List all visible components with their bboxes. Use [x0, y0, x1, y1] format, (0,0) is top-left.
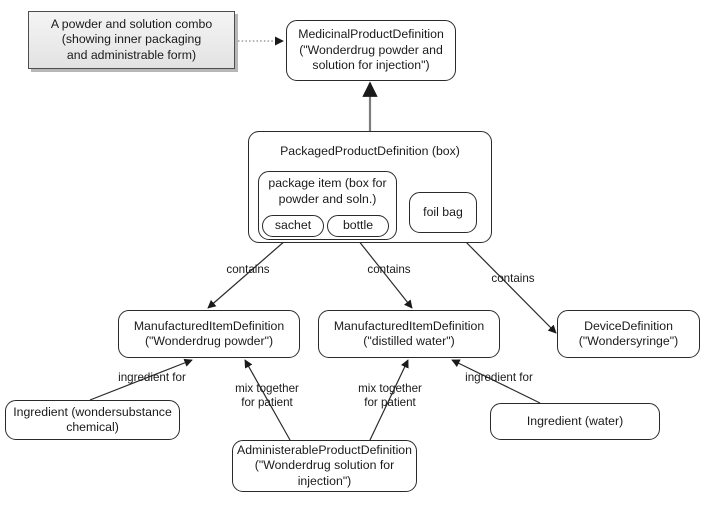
node-ingredient-chemical[interactable]: Ingredient (wondersubstance chemical)	[5, 400, 180, 440]
edge-label-contains-bottle: contains	[367, 263, 411, 276]
node-sachet[interactable]: sachet	[262, 215, 324, 237]
node-medicinal-product-definition[interactable]: MedicinalProductDefinition ("Wonderdrug …	[286, 20, 456, 81]
edge-label-ingredient-for-water: ingredient for	[465, 371, 533, 384]
node-device-definition[interactable]: DeviceDefinition ("Wondersyringe")	[557, 310, 700, 358]
node-administerable-product-definition[interactable]: AdministerableProductDefinition ("Wonder…	[232, 440, 417, 492]
edge-label-mix-together-right: mix together for patient	[358, 382, 422, 409]
edge-label-ingredient-for-powder: ingredient for	[118, 371, 186, 384]
package-item-title: package item (box for powder and soln.)	[268, 176, 387, 206]
edge-label-contains-foilbag: contains	[491, 272, 535, 285]
node-manufactured-item-powder[interactable]: ManufacturedItemDefinition ("Wonderdrug …	[118, 310, 300, 358]
edge-label-mix-together-left: mix together for patient	[235, 382, 299, 409]
node-bottle[interactable]: bottle	[327, 215, 389, 237]
node-manufactured-item-water[interactable]: ManufacturedItemDefinition ("distilled w…	[318, 310, 500, 358]
node-foil-bag[interactable]: foil bag	[409, 192, 477, 233]
diagram-note: A powder and solution combo (showing inn…	[28, 11, 235, 69]
edge-label-contains-sachet: contains	[226, 263, 270, 276]
node-ingredient-water[interactable]: Ingredient (water)	[490, 403, 660, 440]
packaged-product-definition-title: PackagedProductDefinition (box)	[280, 144, 460, 158]
